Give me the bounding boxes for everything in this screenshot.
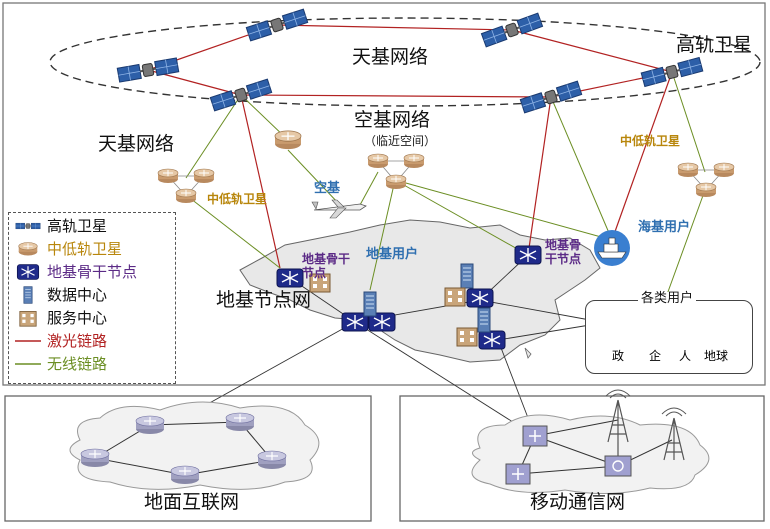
- geo-satellite-icon: [116, 56, 180, 84]
- data-center-icon: [477, 307, 491, 333]
- leo-cluster-right: [677, 162, 735, 198]
- air-network-label: 空基网络: [354, 109, 431, 131]
- backbone-right-label: 地基骨干节点: [545, 238, 582, 266]
- airplane-icon: [311, 199, 367, 219]
- backbone-left-label: 地基骨干节点: [302, 252, 351, 280]
- switch-icon: [522, 425, 548, 447]
- router-icon: [257, 450, 287, 470]
- legend-item-backbone: 地基骨干节点: [15, 261, 137, 283]
- legend-item-leo: 中低轨卫星: [15, 238, 122, 260]
- legend-label: 数据中心: [47, 285, 108, 304]
- router-icon: [170, 465, 200, 485]
- service-center-icon: [19, 311, 37, 327]
- ground-user-label: 地基用户: [366, 247, 419, 262]
- ground-internet-label: 地面互联网: [144, 491, 240, 513]
- legend-label: 服务中心: [47, 308, 108, 327]
- backbone-router-icon: [16, 264, 40, 280]
- geo-satellite-label: 高轨卫星: [676, 34, 753, 56]
- sea-user-label: 海基用户: [638, 220, 691, 235]
- ground-node-network-label: 地基节点网: [216, 289, 312, 311]
- user-label-enterprise: 企: [649, 349, 662, 363]
- backbone-router-icon: [478, 330, 506, 350]
- air-router-icon: [274, 130, 302, 150]
- geo-satellite-icon: [640, 56, 704, 88]
- users-box: 各类用户 政 企 人 地球: [585, 292, 753, 374]
- router-icon: [80, 448, 110, 468]
- service-center-icon: [444, 287, 466, 307]
- geo-satellite-icon: [480, 12, 544, 48]
- legend-label: 中低轨卫星: [47, 239, 123, 258]
- geo-orbit: [49, 17, 761, 107]
- data-center-icon: [363, 291, 377, 317]
- legend-item-laser-link: 激光链路: [15, 330, 107, 352]
- base-station-controller-icon: [604, 455, 632, 477]
- leo-right-label: 中低轨卫星: [620, 134, 681, 148]
- service-center-icon: [456, 327, 478, 347]
- leo-left-label: 中低轨卫星: [207, 192, 268, 206]
- user-label-government: 政: [612, 349, 625, 363]
- legend-label: 激光链路: [47, 331, 108, 350]
- legend-item-wireless-link: 无线链路: [15, 353, 107, 375]
- air-cluster: [367, 153, 425, 190]
- laser-link-line: [15, 340, 41, 342]
- sky-air-ground-frame: [2, 2, 766, 386]
- geo-satellite-icon: [209, 78, 273, 112]
- legend-label: 地基骨干节点: [47, 262, 138, 281]
- legend-label: 无线链路: [47, 354, 108, 373]
- sky-network-top-label: 天基网络: [352, 46, 429, 68]
- geo-satellite-icon: [519, 80, 583, 114]
- data-center-icon: [23, 286, 33, 304]
- mobile-network-label: 移动通信网: [530, 491, 626, 513]
- legend-item-geo-satellite: 高轨卫星: [15, 215, 107, 237]
- users-title: 各类用户: [638, 292, 697, 305]
- data-center-icon: [460, 263, 474, 289]
- wireless-link-line: [15, 363, 41, 365]
- mobile-network-panel: [399, 395, 765, 522]
- ship-icon: [594, 230, 630, 266]
- wireless-links: [185, 71, 706, 301]
- leo-cluster-left: [157, 168, 215, 204]
- sky-network-left-label: 天基网络: [98, 133, 175, 155]
- router-icon: [135, 415, 165, 435]
- user-label-person: 人: [679, 349, 692, 363]
- satellite-icon: [15, 222, 41, 230]
- near-space-label: （临近空间）: [364, 134, 437, 148]
- leo-router-icon: [18, 242, 38, 256]
- legend: 高轨卫星 中低轨卫星 地基骨干节点 数据中心 服务中心 激光链路 无线链路: [8, 212, 176, 384]
- legend-item-service-center: 服务中心: [15, 307, 107, 329]
- user-label-earth: 地球: [704, 349, 729, 363]
- router-icon: [225, 412, 255, 432]
- switch-icon: [505, 463, 531, 485]
- legend-item-data-center: 数据中心: [15, 284, 107, 306]
- backbone-router-icon: [466, 288, 494, 308]
- ground-internet-cloud: [69, 401, 320, 490]
- geo-satellite-icon: [245, 8, 309, 42]
- backbone-router-icon: [514, 245, 542, 265]
- air-base-label: 空基: [314, 181, 341, 196]
- backbone-router-icon: [276, 268, 304, 288]
- legend-label: 高轨卫星: [47, 216, 108, 235]
- ground-internet-panel: [4, 395, 372, 522]
